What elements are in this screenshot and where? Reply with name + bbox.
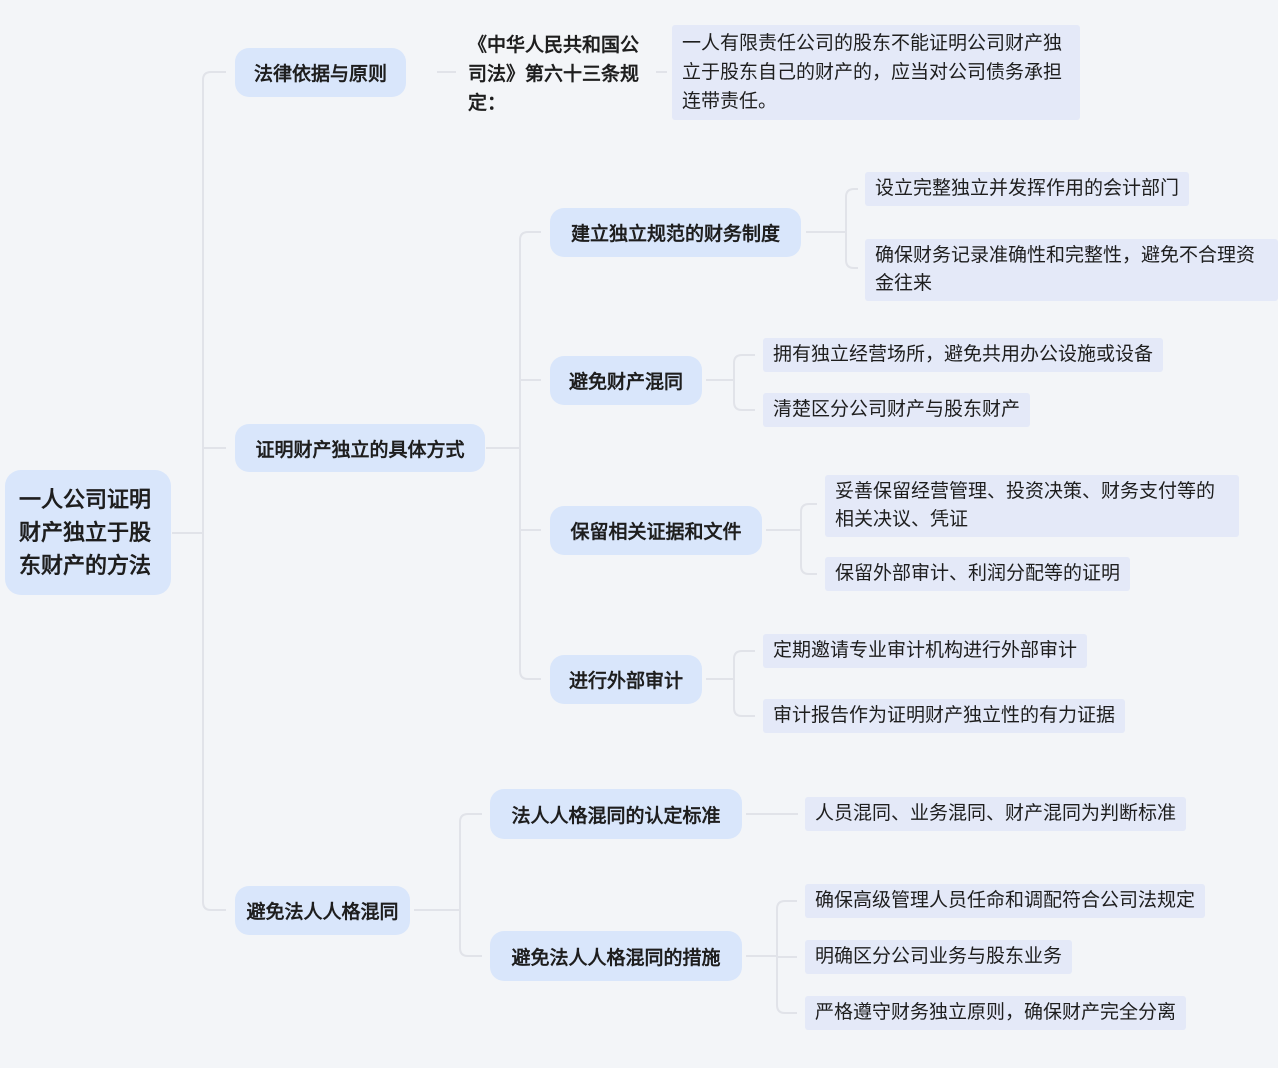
leaf-audit-report[interactable]: 审计报告作为证明财产独立性的有力证据 bbox=[763, 699, 1126, 733]
child-mixing-measures[interactable]: 避免法人人格混同的措施 bbox=[490, 931, 742, 981]
child-external-audit[interactable]: 进行外部审计 bbox=[550, 655, 702, 704]
branch-avoid-personality-mixing[interactable]: 避免法人人格混同 bbox=[235, 886, 410, 935]
leaf-financial-independence[interactable]: 严格遵守财务独立原则，确保财产完全分离 bbox=[805, 996, 1187, 1030]
leaf-law-liability[interactable]: 一人有限责任公司的股东不能证明公司财产独立于股东自己的财产的，应当对公司债务承担… bbox=[672, 25, 1080, 120]
leaf-keep-audit-proof[interactable]: 保留外部审计、利润分配等的证明 bbox=[825, 557, 1131, 591]
child-mixing-criteria[interactable]: 法人人格混同的认定标准 bbox=[490, 789, 742, 839]
leaf-financial-records[interactable]: 确保财务记录准确性和完整性，避免不合理资金往来 bbox=[865, 239, 1278, 301]
child-avoid-property-mixing[interactable]: 避免财产混同 bbox=[550, 356, 702, 405]
leaf-regular-audit[interactable]: 定期邀请专业审计机构进行外部审计 bbox=[763, 634, 1088, 668]
root-node[interactable]: 一人公司证明财产独立于股东财产的方法 bbox=[5, 470, 171, 595]
note-law-article[interactable]: 《中华人民共和国公司法》第六十三条规定： bbox=[468, 35, 640, 114]
leaf-senior-management[interactable]: 确保高级管理人员任命和调配符合公司法规定 bbox=[805, 884, 1206, 918]
leaf-distinguish-property[interactable]: 清楚区分公司财产与股东财产 bbox=[763, 393, 1031, 427]
leaf-distinguish-business[interactable]: 明确区分公司业务与股东业务 bbox=[805, 940, 1073, 974]
child-keep-evidence[interactable]: 保留相关证据和文件 bbox=[550, 506, 762, 555]
leaf-keep-resolutions[interactable]: 妥善保留经营管理、投资决策、财务支付等的相关决议、凭证 bbox=[825, 475, 1239, 537]
branch-legal-basis[interactable]: 法律依据与原则 bbox=[235, 48, 406, 97]
leaf-independent-premises[interactable]: 拥有独立经营场所，避免共用办公设施或设备 bbox=[763, 338, 1164, 372]
leaf-mixing-standards[interactable]: 人员混同、业务混同、财产混同为判断标准 bbox=[805, 797, 1187, 831]
leaf-accounting-dept[interactable]: 设立完整独立并发挥作用的会计部门 bbox=[865, 172, 1190, 206]
branch-proof-methods[interactable]: 证明财产独立的具体方式 bbox=[235, 424, 485, 472]
child-financial-system[interactable]: 建立独立规范的财务制度 bbox=[550, 208, 801, 257]
